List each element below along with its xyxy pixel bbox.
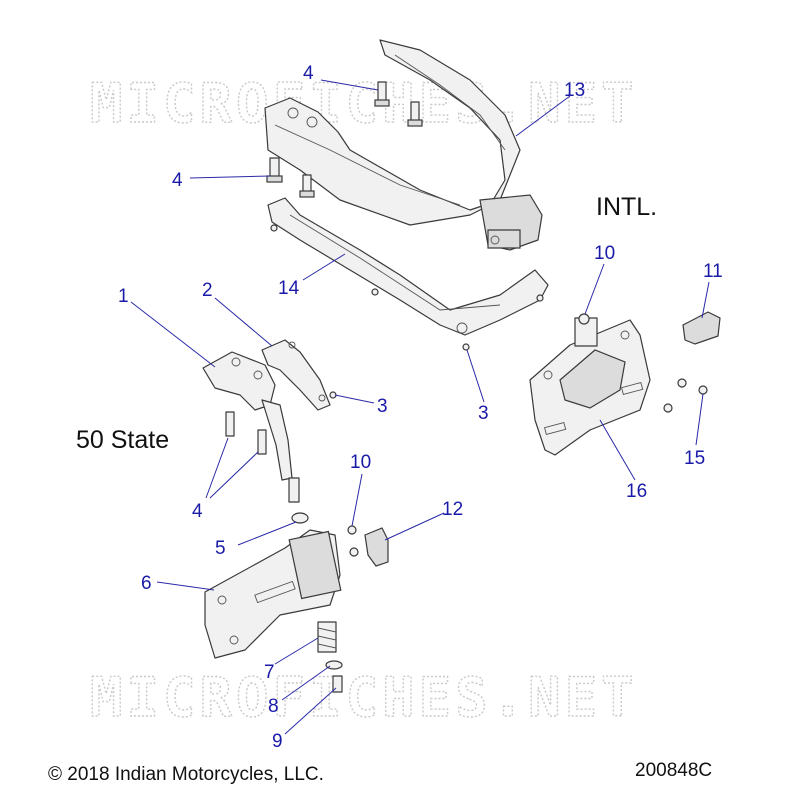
part-15-screws: [663, 378, 708, 413]
callout-7: 7: [264, 662, 275, 683]
part-4-bolts-lower: [225, 411, 267, 455]
callout-10b: 10: [350, 452, 371, 473]
callout-13: 13: [564, 80, 585, 101]
callout-1: 1: [118, 286, 129, 307]
part-7-spring: [317, 621, 337, 653]
label-50-state: 50 State: [76, 426, 169, 454]
part-11-lamp: [682, 311, 721, 345]
part-10-nuts-lower: [347, 525, 359, 557]
callout-5: 5: [215, 538, 226, 559]
leader-lines: [130, 79, 710, 735]
callout-10a: 10: [594, 243, 615, 264]
callout-2: 2: [202, 280, 213, 301]
part-12-reflector: [364, 527, 389, 567]
callout-4c: 4: [192, 501, 203, 522]
part-5-washer: [291, 512, 309, 524]
part-6-plate-bracket: [204, 529, 342, 659]
callout-3a: 3: [377, 396, 388, 417]
part-10-nut-intl: [578, 313, 590, 325]
callout-16: 16: [626, 481, 647, 502]
part-4-bolts-top: [266, 81, 423, 198]
label-intl: INTL.: [596, 193, 657, 221]
callout-4a: 4: [303, 63, 314, 84]
callouts: 1 2 3 3 4 4 4 5 6 7 8 9 10 10 11 12 13 1…: [118, 63, 723, 752]
callout-11: 11: [703, 261, 723, 282]
part-1-mount: [202, 351, 300, 503]
callout-8: 8: [268, 696, 279, 717]
part-9-bolt: [332, 675, 343, 693]
callout-12: 12: [442, 499, 463, 520]
callout-9: 9: [272, 731, 283, 752]
part-3-screw-b: [462, 343, 470, 351]
part-13-rear-rack: [264, 39, 543, 251]
watermark-bottom: MICROFICHES.NET: [90, 666, 638, 729]
part-16-intl-plate: [529, 317, 651, 456]
watermark-top: MICROFICHES.NET: [90, 72, 638, 135]
part-14-support-bracket: [267, 197, 549, 336]
callout-3b: 3: [478, 403, 489, 424]
diagram-id: 200848C: [635, 760, 712, 781]
copyright-text: © 2018 Indian Motorcycles, LLC.: [48, 764, 324, 785]
callout-15: 15: [684, 448, 705, 469]
part-2-bracket: [261, 339, 331, 411]
callout-14: 14: [278, 278, 300, 299]
callout-6: 6: [141, 573, 152, 594]
part-8-washer: [325, 660, 343, 670]
callout-4b: 4: [172, 170, 183, 191]
